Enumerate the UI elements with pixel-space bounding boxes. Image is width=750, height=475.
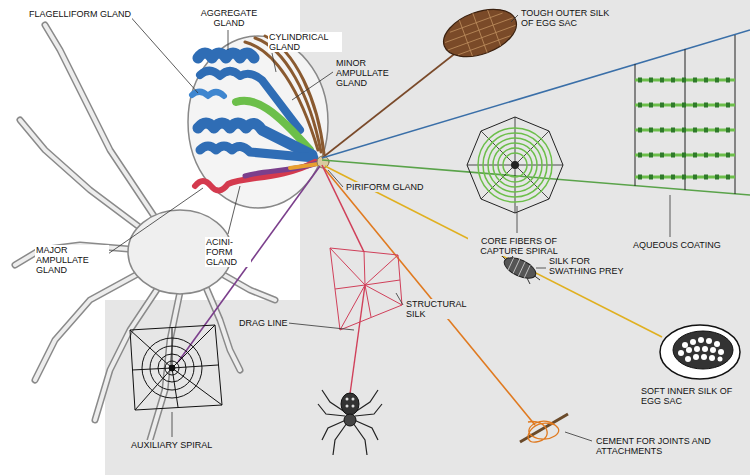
part-label: FLAGELLIFORM GLAND <box>28 9 132 19</box>
silk-glands <box>192 36 329 191</box>
part-label: ACINI-FORM GLAND <box>205 237 251 267</box>
part-label: MINOR AMPULLATE GLAND <box>335 58 397 88</box>
inner-egg-sac <box>660 325 740 379</box>
part-label: MAJOR AMPULLATE GLAND <box>35 245 109 275</box>
part-label: AUXILIARY SPIRAL <box>130 440 213 450</box>
part-label: CYLINDRICAL GLAND <box>268 32 342 52</box>
aqueous-coating-strands <box>635 35 735 194</box>
grey-ground <box>105 0 750 475</box>
part-label: DRAG LINE <box>238 318 289 328</box>
part-label: PIRIFORM GLAND <box>345 182 425 192</box>
drag-line <box>350 285 365 394</box>
structural-web <box>330 248 402 330</box>
silk-lines <box>178 30 750 425</box>
part-label: STRUCTURAL SILK <box>405 299 467 319</box>
auxiliary-web <box>130 325 222 410</box>
outer-egg-sac <box>437 0 523 65</box>
part-label: TOUGH OUTER SILK OF EGG SAC <box>520 8 617 28</box>
abdomen <box>188 36 328 208</box>
capture-web <box>467 117 563 213</box>
part-label: AGGREGATE GLAND <box>198 8 260 28</box>
part-label: CEMENT FOR JOINTS AND ATTACHMENTS <box>595 436 717 456</box>
small-spider <box>318 390 382 455</box>
leader-lines <box>105 14 670 441</box>
part-label: CORE FIBERS OF CAPTURE SPIRAL <box>468 236 570 256</box>
cement-attachment <box>520 414 568 442</box>
part-label: SILK FOR SWATHING PREY <box>548 256 630 276</box>
part-label: AQUEOUS COATING <box>632 240 722 250</box>
part-label: SOFT INNER SILK OF EGG SAC <box>640 386 742 406</box>
